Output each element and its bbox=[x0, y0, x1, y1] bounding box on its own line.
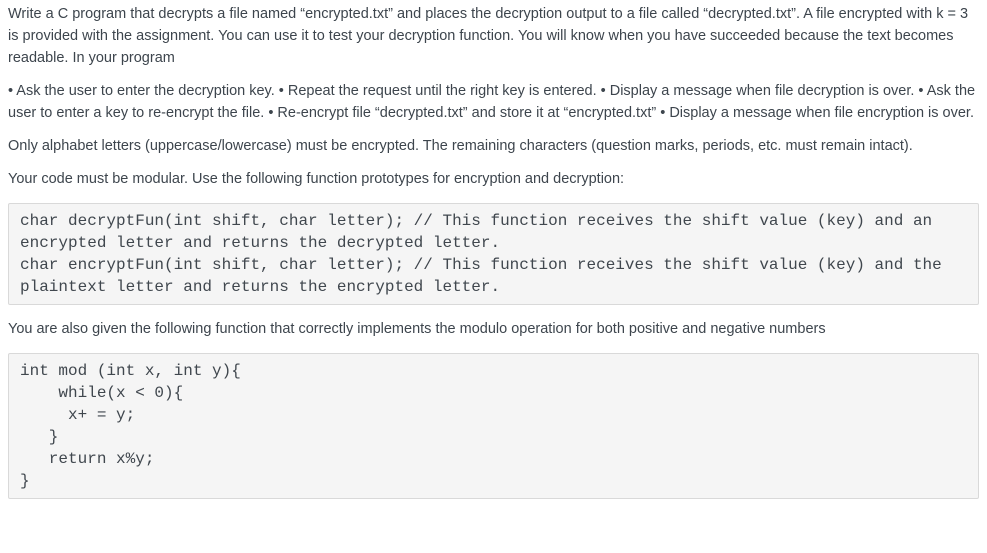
paragraph-encryption-scope: Only alphabet letters (uppercase/lowerca… bbox=[8, 138, 913, 154]
code-block-mod-function: int mod (int x, int y){ while(x < 0){ x+… bbox=[8, 353, 979, 499]
code-block-function-prototypes: char decryptFun(int shift, char letter);… bbox=[8, 203, 979, 305]
paragraph-requirements-bullets: • Ask the user to enter the decryption k… bbox=[8, 83, 976, 121]
paragraph-modularity: Your code must be modular. Use the follo… bbox=[8, 171, 625, 187]
paragraph-intro: Write a C program that decrypts a file n… bbox=[8, 6, 969, 66]
paragraph-modulo-note: You are also given the following functio… bbox=[8, 321, 826, 337]
